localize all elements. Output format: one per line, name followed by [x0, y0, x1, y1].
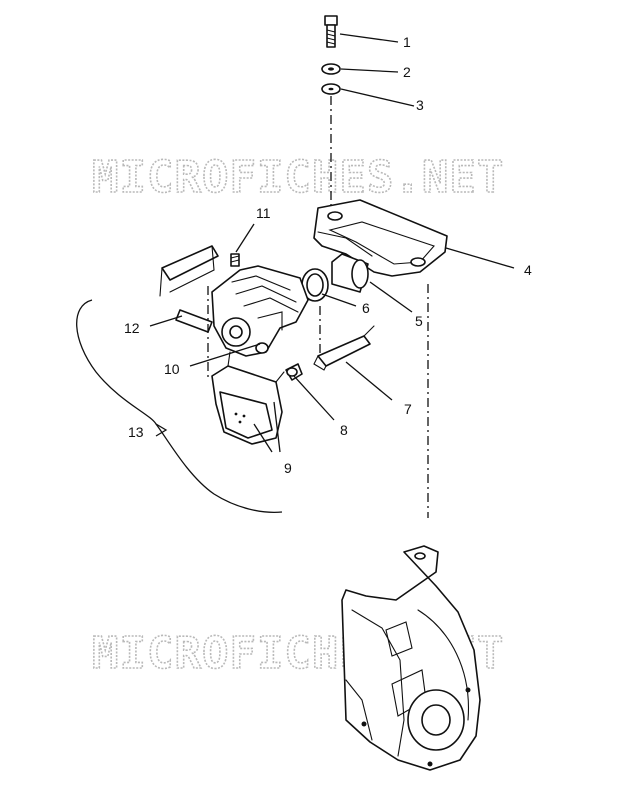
callout-7: 7: [404, 401, 412, 417]
caliper-body: [211, 265, 309, 357]
callout-13: 13: [128, 424, 144, 440]
callout-3: 3: [416, 97, 424, 113]
part-3-washer: [321, 83, 341, 95]
part-5-piston: [331, 253, 369, 293]
part-7-clip-right: [313, 325, 375, 371]
callout-5: 5: [415, 313, 423, 329]
group-13-bracket: [76, 299, 283, 514]
callout-11: 11: [256, 205, 271, 221]
part-12-fitting: [175, 309, 213, 333]
watermark-top: MICROFICHES.NET: [92, 152, 504, 203]
callout-9: 9: [284, 460, 292, 476]
chaincase-housing: [341, 545, 481, 771]
callout-2: 2: [403, 64, 411, 80]
part-9-brake-pads: [211, 351, 285, 445]
part-7-clip-left: [159, 245, 219, 297]
callout-8: 8: [340, 422, 348, 438]
callout-1: 1: [403, 34, 411, 50]
callout-6: 6: [362, 300, 370, 316]
part-11-bleeder: [230, 253, 240, 267]
callout-12: 12: [124, 320, 140, 336]
part-1-bolt: [324, 15, 338, 48]
callout-4: 4: [524, 262, 532, 278]
group-13-bracket-tip: [155, 423, 168, 437]
part-8-pin: [285, 363, 303, 381]
part-2-lock-washer: [321, 63, 341, 75]
leader-lines: [149, 33, 515, 453]
part-4-bracket: [313, 199, 448, 277]
callout-10: 10: [164, 361, 180, 377]
